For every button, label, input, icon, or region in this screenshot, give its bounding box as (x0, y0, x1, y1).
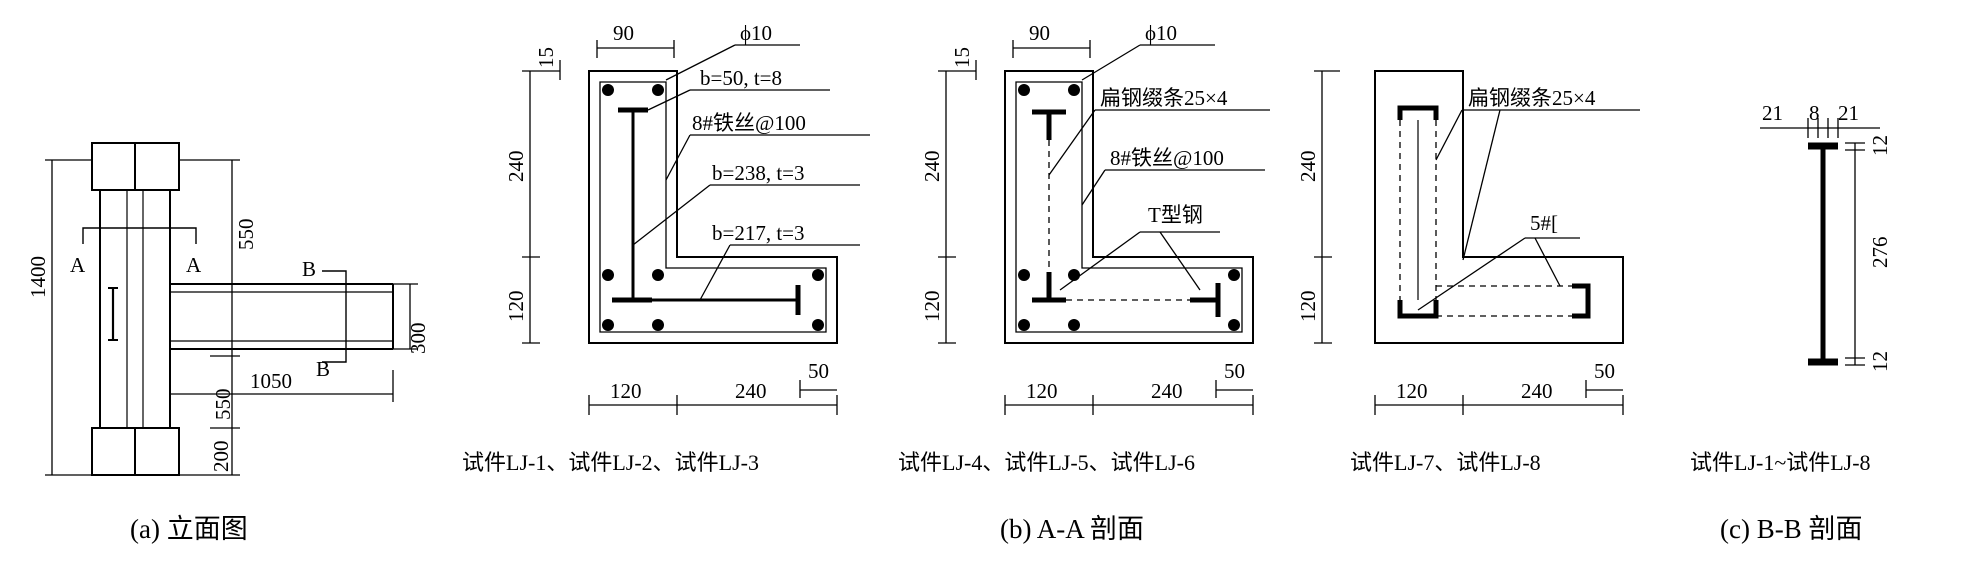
label-batten: 扁钢缀条25×4 (1100, 86, 1228, 110)
label-batten: 扁钢缀条25×4 (1468, 86, 1596, 110)
dim-upper-height: 240 (504, 151, 528, 183)
dim-end: 50 (1594, 359, 1615, 383)
dim-cover: 15 (950, 47, 974, 68)
subcaption-specimen-3: 试件LJ-7、试件LJ-8 (1350, 450, 1541, 475)
dim-lower-height: 120 (1296, 291, 1320, 323)
rebar-dots (602, 84, 824, 331)
label-stirrup: 8#铁丝@100 (692, 111, 806, 135)
dim-top-width: 90 (1029, 21, 1050, 45)
section-b-cut-line (322, 270, 347, 363)
label-web-2: b=217, t=3 (712, 221, 805, 245)
dim-lower-height: 120 (504, 291, 528, 323)
dim-beam-depth: 300 (406, 323, 430, 355)
subcaption-specimen-2: 试件LJ-4、试件LJ-5、试件LJ-6 (898, 450, 1195, 475)
dim-end: 50 (1224, 359, 1245, 383)
rebar-dots (1018, 84, 1240, 331)
section-aa-specimen-3 (1314, 70, 1640, 415)
section-a-label-left: A (70, 253, 86, 277)
section-aa-specimen-2 (938, 40, 1270, 415)
caption-section-aa: (b) A-A 剖面 (1000, 514, 1144, 544)
caption-elevation: (a) 立面图 (130, 514, 248, 544)
dim-lower-height: 550 (211, 389, 235, 421)
section-a-label-right: A (186, 253, 202, 277)
section-aa-specimen-1-labels: 90 15 240 120 120 240 50 ϕ10 b=50, t=8 8… (462, 21, 829, 475)
l-section-outline (588, 70, 838, 344)
dim-top: 12 (1868, 135, 1892, 156)
label-rebar: ϕ10 (1145, 21, 1177, 45)
dim-right-width: 240 (1151, 379, 1183, 403)
dim-bottom: 12 (1868, 351, 1892, 372)
l-section-outline (1004, 70, 1254, 344)
dim-total-height: 1400 (26, 256, 50, 298)
dim-lower-height: 120 (920, 291, 944, 323)
label-stirrup: 8#铁丝@100 (1110, 146, 1224, 170)
dim-beam-length: 1050 (250, 369, 292, 393)
caption-section-bb: (c) B-B 剖面 (1720, 514, 1862, 544)
dim-upper-height: 240 (1296, 151, 1320, 183)
dim-right-width: 240 (735, 379, 767, 403)
section-aa-specimen-2-labels: 90 15 240 120 120 240 50 ϕ10 扁钢缀条25×4 8#… (898, 21, 1245, 475)
dim-upper-height: 240 (920, 151, 944, 183)
dim-right-width: 240 (1521, 379, 1553, 403)
dim-cover: 15 (534, 47, 558, 68)
elevation-view (45, 142, 418, 476)
subcaption-bb: 试件LJ-1~试件LJ-8 (1690, 450, 1871, 475)
subcaption-specimen-1: 试件LJ-1、试件LJ-2、试件LJ-3 (462, 450, 759, 475)
section-bb (1760, 118, 1880, 366)
dim-left-width: 120 (610, 379, 642, 403)
label-tee: T型钢 (1148, 203, 1203, 227)
dim-upper-height: 550 (234, 219, 258, 251)
dim-end: 50 (808, 359, 829, 383)
section-aa-specimen-3-labels: 240 120 120 240 50 扁钢缀条25×4 5#[ 试件LJ-7、试… (1296, 86, 1615, 475)
label-rebar: ϕ10 (740, 21, 772, 45)
label-flange: b=50, t=8 (700, 66, 782, 90)
elevation-labels: 1400 550 550 200 1050 300 A A B B (a) 立面… (26, 219, 430, 545)
dim-flange-left: 21 (1762, 101, 1783, 125)
dim-height: 276 (1868, 237, 1892, 269)
dim-web: 8 (1809, 101, 1820, 125)
label-web-1: b=238, t=3 (712, 161, 805, 185)
dim-left-width: 120 (1026, 379, 1058, 403)
l-section-outline (1374, 70, 1624, 344)
section-aa-specimen-1 (522, 40, 870, 415)
section-b-label-top: B (302, 257, 316, 281)
dim-top-width: 90 (613, 21, 634, 45)
label-channel: 5#[ (1530, 211, 1558, 235)
dim-flange-right: 21 (1838, 101, 1859, 125)
section-bb-labels: 21 8 21 12 276 12 试件LJ-1~试件LJ-8 (c) B-B … (1690, 101, 1892, 544)
dim-left-width: 120 (1396, 379, 1428, 403)
dim-bottom-height: 200 (209, 441, 233, 473)
section-b-label-bottom: B (316, 357, 330, 381)
section-a-cut-line (82, 227, 197, 244)
